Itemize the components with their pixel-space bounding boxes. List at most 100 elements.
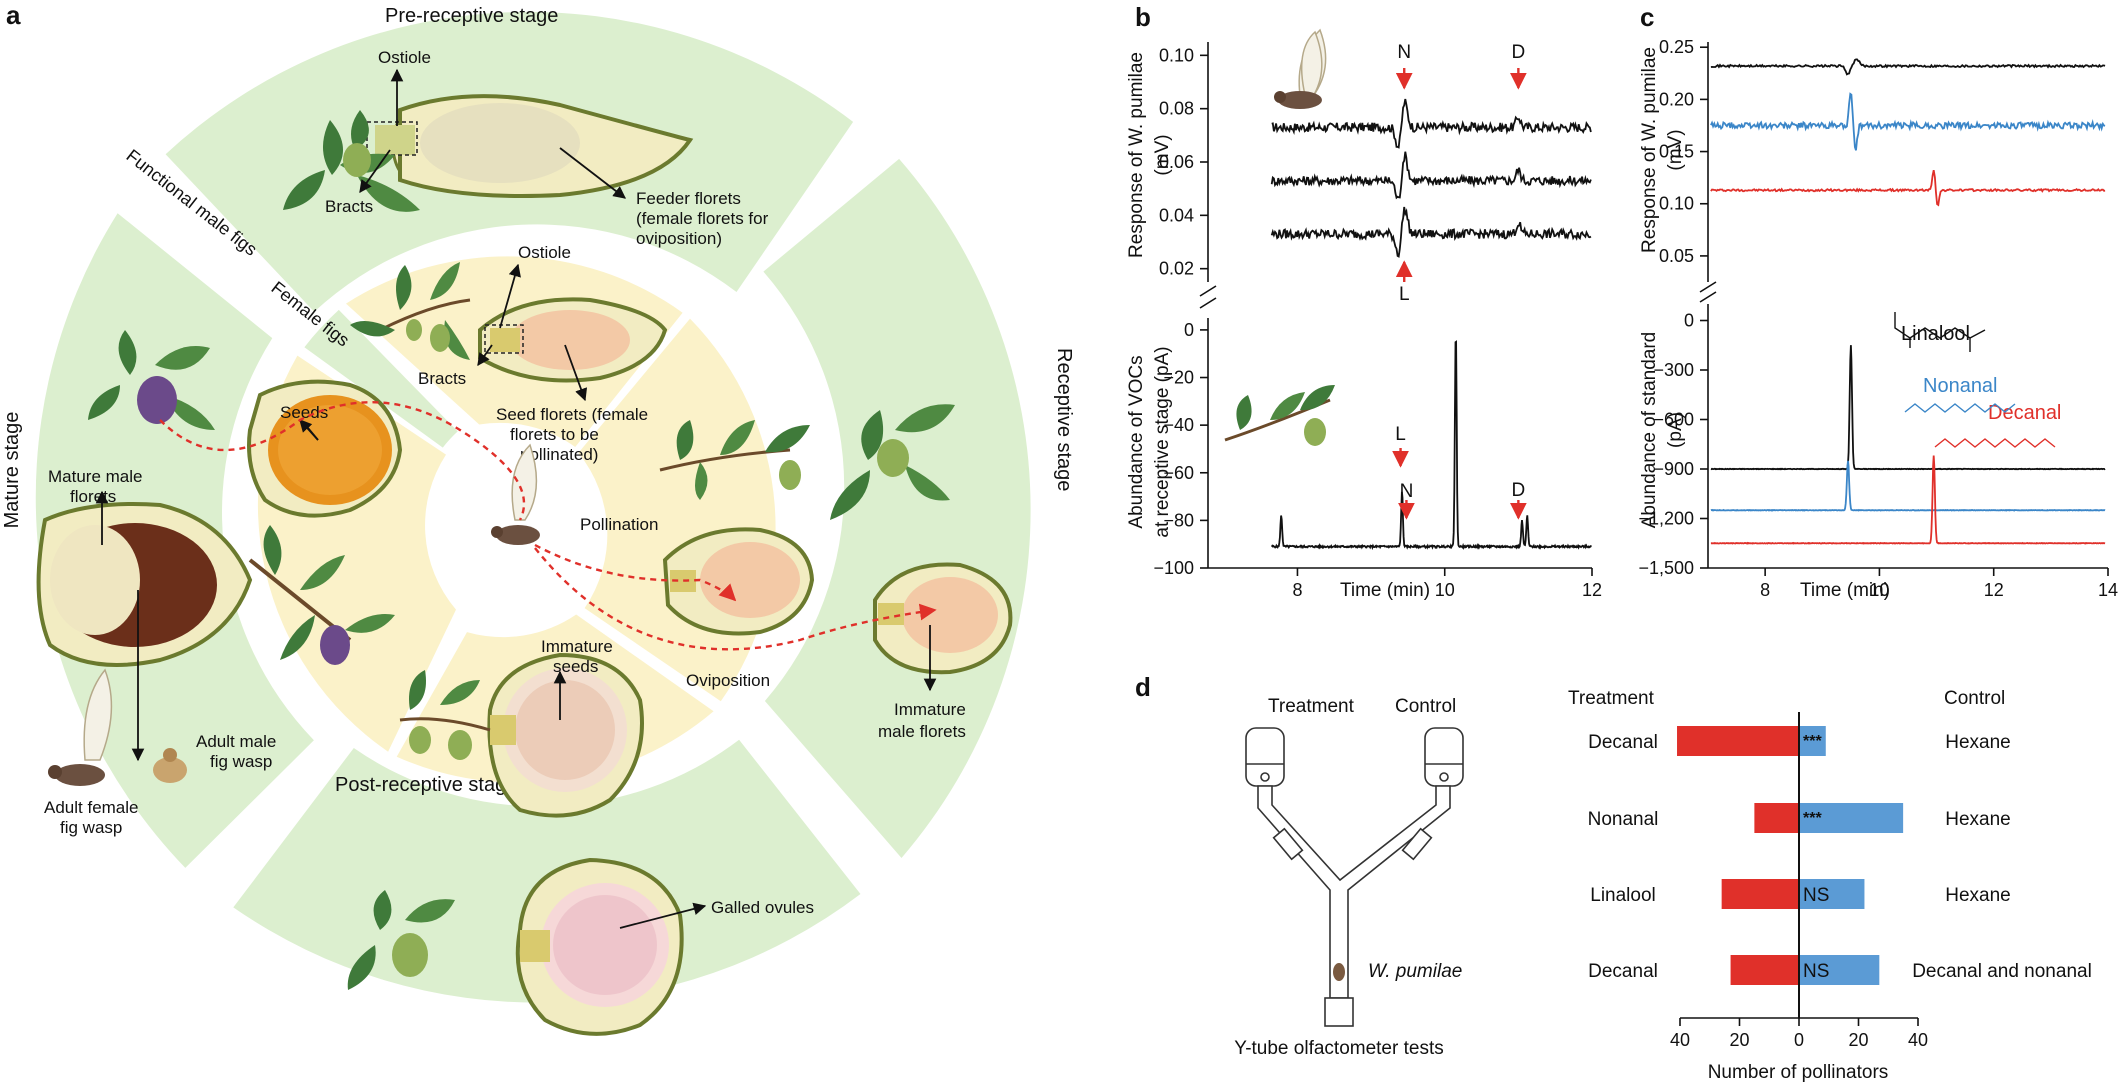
c-eag-trace: [1710, 58, 2106, 76]
b-eag-trace: [1271, 98, 1592, 149]
c-xtick-label: 10: [1869, 580, 1889, 600]
receptive-fig: [830, 404, 1013, 675]
label-pollination: Pollination: [580, 515, 658, 534]
c-lower-ytick-label: 0: [1684, 311, 1694, 331]
c-lower-ytick-label: −1,200: [1638, 509, 1694, 529]
d-significance: ***: [1803, 733, 1822, 750]
panel-b: b Response of W. pumilae (mV) Abundance …: [1126, 2, 1602, 601]
d-control-label: Hexane: [1945, 809, 2011, 830]
d-control-label: Decanal and nonanal: [1912, 961, 2092, 982]
b-upper-ytick-label: 0.06: [1159, 152, 1194, 172]
d-tube-insect: W. pumilae: [1368, 961, 1462, 982]
b-axis-break-2: [1199, 297, 1217, 309]
panel-a-letter: a: [6, 0, 21, 30]
receptive-segment: [763, 158, 1031, 858]
c-upper-traces: [1710, 58, 2106, 207]
linalool-structure: [1894, 312, 1986, 352]
b-xlabel: Time (min): [1340, 580, 1430, 601]
b-upper-ytick-label: 0.10: [1159, 45, 1194, 65]
b-xtick-label: 10: [1435, 580, 1455, 600]
panel-b-letter: b: [1135, 2, 1151, 32]
c-lower-ytick-label: −900: [1653, 459, 1694, 479]
pollination-fig: [659, 420, 815, 636]
label-bracts-mid: Bracts: [418, 369, 466, 388]
d-xtick-label: 20: [1848, 1030, 1868, 1050]
d-xtick-label: 40: [1908, 1030, 1928, 1050]
d-control-header: Control: [1944, 688, 2005, 709]
d-treatment-bar: [1730, 955, 1799, 985]
label-immature-seeds-2: seeds: [553, 657, 598, 676]
d-xtick-label: 0: [1794, 1030, 1804, 1050]
label-seeds: Seeds: [280, 403, 328, 422]
panel-c-letter: c: [1640, 2, 1654, 32]
b-upper-ylabel-2: (mV): [1152, 134, 1173, 175]
c-xtick-label: 14: [2098, 580, 2118, 600]
d-significance: ***: [1803, 810, 1822, 827]
y-tube-olfactometer: [1245, 727, 1464, 1027]
lifecycle-path-oviposition: [534, 547, 937, 651]
d-xtick-label: 40: [1670, 1030, 1690, 1050]
label-adult-male-2: fig wasp: [210, 752, 272, 771]
d-xlabel: Number of pollinators: [1708, 1062, 1889, 1083]
c-lower-ytick-label: −600: [1653, 410, 1694, 430]
decanal-structure: [1934, 438, 2056, 448]
panel-c: c Response of W. pumilae (mV) Abundance …: [1638, 2, 2118, 601]
c-gc-trace: [1710, 455, 2106, 545]
d-treatment-label: Decanal: [1588, 732, 1658, 753]
lifecycle-path-1: [159, 401, 526, 521]
label-mature-male-2: florets: [70, 487, 116, 506]
d-treatment-label: Linalool: [1590, 885, 1656, 906]
label-immature-seeds-1: Immature: [541, 637, 613, 656]
seed-florets-fig: [350, 262, 668, 383]
b-lower-ytick-label: 0: [1184, 320, 1194, 340]
b-lower-ytick-label: −100: [1153, 558, 1194, 578]
stage-pre-receptive: Pre-receptive stage: [385, 5, 558, 27]
d-control-bar: [1799, 879, 1865, 909]
d-xtick-label: 20: [1729, 1030, 1749, 1050]
label-ostiole-mid: Ostiole: [518, 243, 571, 262]
pre-receptive-fig: [283, 94, 694, 212]
d-control-bar: [1799, 955, 1880, 985]
tube-wasp-icon: [1333, 963, 1345, 981]
d-control-label: Hexane: [1945, 885, 2011, 906]
c-xlabel: Time (min): [1800, 580, 1890, 601]
outer-ring: [35, 11, 1031, 1003]
d-control-label: Hexane: [1945, 732, 2011, 753]
d-treatment-label: Decanal: [1588, 961, 1658, 982]
d-treatment-bar: [1721, 879, 1799, 909]
stage-receptive: Receptive stage: [1053, 348, 1075, 491]
c-upper-ytick-label: 0.25: [1659, 37, 1694, 57]
c-linalool-label: Linalool: [1901, 323, 1970, 345]
b-lower-ylabel-2: at receptive stage (pA): [1152, 346, 1173, 537]
b-upper-ytick-label: 0.02: [1159, 259, 1194, 279]
center-wasp: [491, 443, 540, 545]
b-upper-ytick-label: 0.04: [1159, 205, 1194, 225]
b-xtick-label: 8: [1292, 580, 1302, 600]
nonanal-structure: [1904, 403, 2016, 413]
c-lower-ytick-label: −1,500: [1638, 558, 1694, 578]
c-eag-trace: [1710, 92, 2106, 151]
d-control-bar: [1799, 803, 1904, 833]
b-lower-trace: [1270, 340, 1592, 551]
b-marker-n: N: [1397, 42, 1411, 63]
c-upper-ytick-label: 0.15: [1659, 142, 1694, 162]
c-upper-ytick-label: 0.05: [1659, 246, 1694, 266]
b-upper-ytick-label: 0.08: [1159, 99, 1194, 119]
b-lower-ytick-label: −80: [1163, 510, 1194, 530]
d-treatment-header: Treatment: [1568, 688, 1655, 709]
galled-fig: [347, 857, 684, 1036]
seeds-fig: [247, 379, 403, 665]
stage-mature: Mature stage: [1, 412, 23, 529]
label-feeder-3: oviposition): [636, 229, 722, 248]
label-immature-male-1: Immature: [894, 700, 966, 719]
panel-d-letter: d: [1135, 672, 1151, 702]
b-marker-l2: L: [1395, 424, 1406, 445]
label-bracts-top: Bracts: [325, 197, 373, 216]
c-lower-ylabel-2: (pA): [1665, 412, 1686, 448]
b-eag-trace: [1270, 151, 1592, 200]
c-xtick-label: 12: [1984, 580, 2004, 600]
adult-female-wasp: [48, 668, 113, 786]
